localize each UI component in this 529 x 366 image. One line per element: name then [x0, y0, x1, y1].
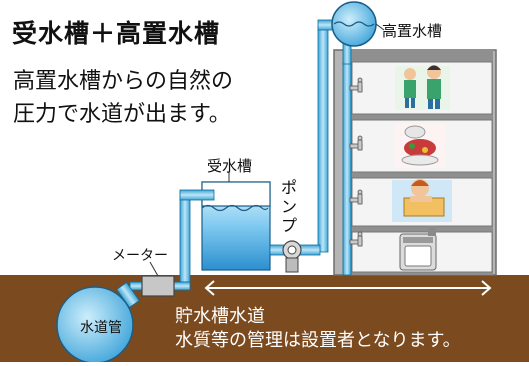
description-line: 圧力で水道が出ます。 — [13, 102, 231, 127]
receiving-water-tank — [201, 172, 271, 271]
elevated-tank-label: 高置水槽 — [382, 22, 443, 40]
washing-machine-icon — [399, 226, 437, 271]
management-note: 水質等の管理は設置者となります。 — [175, 330, 461, 351]
meter-label: メーター — [112, 248, 168, 264]
span-arrow — [204, 280, 492, 296]
people-washing-hands-icon — [395, 65, 450, 110]
meter-icon — [141, 261, 175, 297]
elevated-water-tank — [317, 1, 385, 253]
faucet-icon — [349, 77, 363, 247]
person-bathing-icon — [392, 179, 452, 222]
page-title: 受水槽＋高置水槽 — [12, 19, 221, 48]
water-main-label: 水道管 — [80, 320, 122, 336]
dishes-icon — [395, 124, 445, 168]
storage-system-label: 貯水槽水道 — [175, 306, 265, 327]
receiving-tank-label: 受水槽 — [207, 157, 253, 175]
pump-icon — [269, 240, 321, 273]
pump-label: ポンプ — [281, 178, 298, 235]
description-line: 高置水槽からの自然の — [13, 69, 234, 94]
